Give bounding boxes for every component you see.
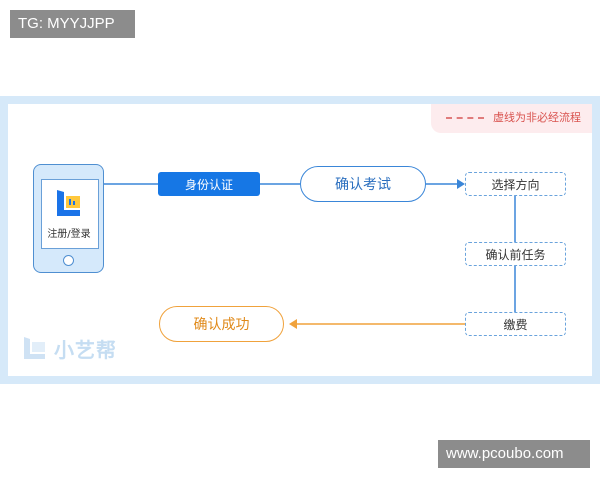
brand-name: 小艺帮 [54,337,117,362]
node-confirm-exam: 确认考试 [300,166,426,202]
arrow-to-direction [457,179,465,189]
node-identity-verification: 身份认证 [158,172,260,196]
legend-text: 虚线为非必经流程 [493,111,581,124]
phone-home-button [63,255,74,266]
brand-logo-icon [24,337,45,359]
brand-watermark: 小艺帮 [22,332,117,364]
node-payment: 缴费 [465,312,566,336]
watermark-top: TG: MYYJJPP [10,10,135,38]
node-select-direction: 选择方向 [465,172,566,196]
watermark-bottom: www.pcoubo.com [438,440,590,468]
app-logo-icon [57,190,80,216]
arrow-to-success [289,319,297,329]
node-confirm-pre-tasks: 确认前任务 [465,242,566,266]
node-confirm-success: 确认成功 [159,306,284,342]
phone-label: 注册/登录 [47,229,91,240]
legend-dashed-line [446,117,484,119]
